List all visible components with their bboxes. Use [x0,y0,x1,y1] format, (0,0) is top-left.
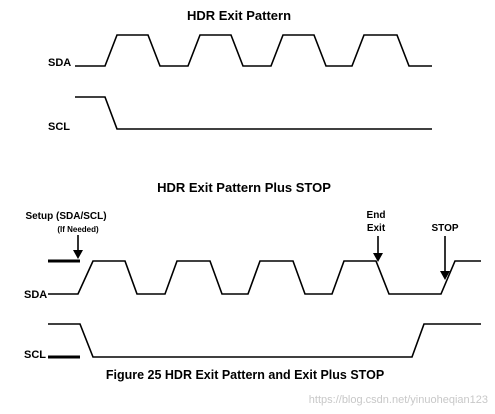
diagram2-scl-waveform [48,323,481,358]
setup-annotation: Setup (SDA/SCL) [25,211,106,222]
stop-annotation: STOP [431,223,458,234]
stop-arrow-head [440,271,450,280]
diagram2-sda-label: SDA [24,289,47,301]
setup-arrow-head [73,250,83,259]
end-exit-arrow-head [373,253,383,262]
exit-annotation: Exit [367,223,386,234]
end-annotation: End [367,210,386,221]
diagram2-title: HDR Exit Pattern Plus STOP [157,180,331,195]
diagram1-scl-waveform [75,96,432,130]
diagram1-sda-waveform [75,34,432,67]
figure-caption: Figure 25 HDR Exit Pattern and Exit Plus… [106,368,384,382]
if-needed-annotation: (If Needed) [57,225,99,234]
watermark: https://blog.csdn.net/yinuoheqian123 [309,394,488,406]
diagram1-scl-label: SCL [48,121,70,133]
diagram2-sda-waveform [48,260,481,295]
diagram2-scl-label: SCL [24,349,46,361]
diagram1-title: HDR Exit Pattern [187,8,291,23]
diagram1-sda-label: SDA [48,57,71,69]
